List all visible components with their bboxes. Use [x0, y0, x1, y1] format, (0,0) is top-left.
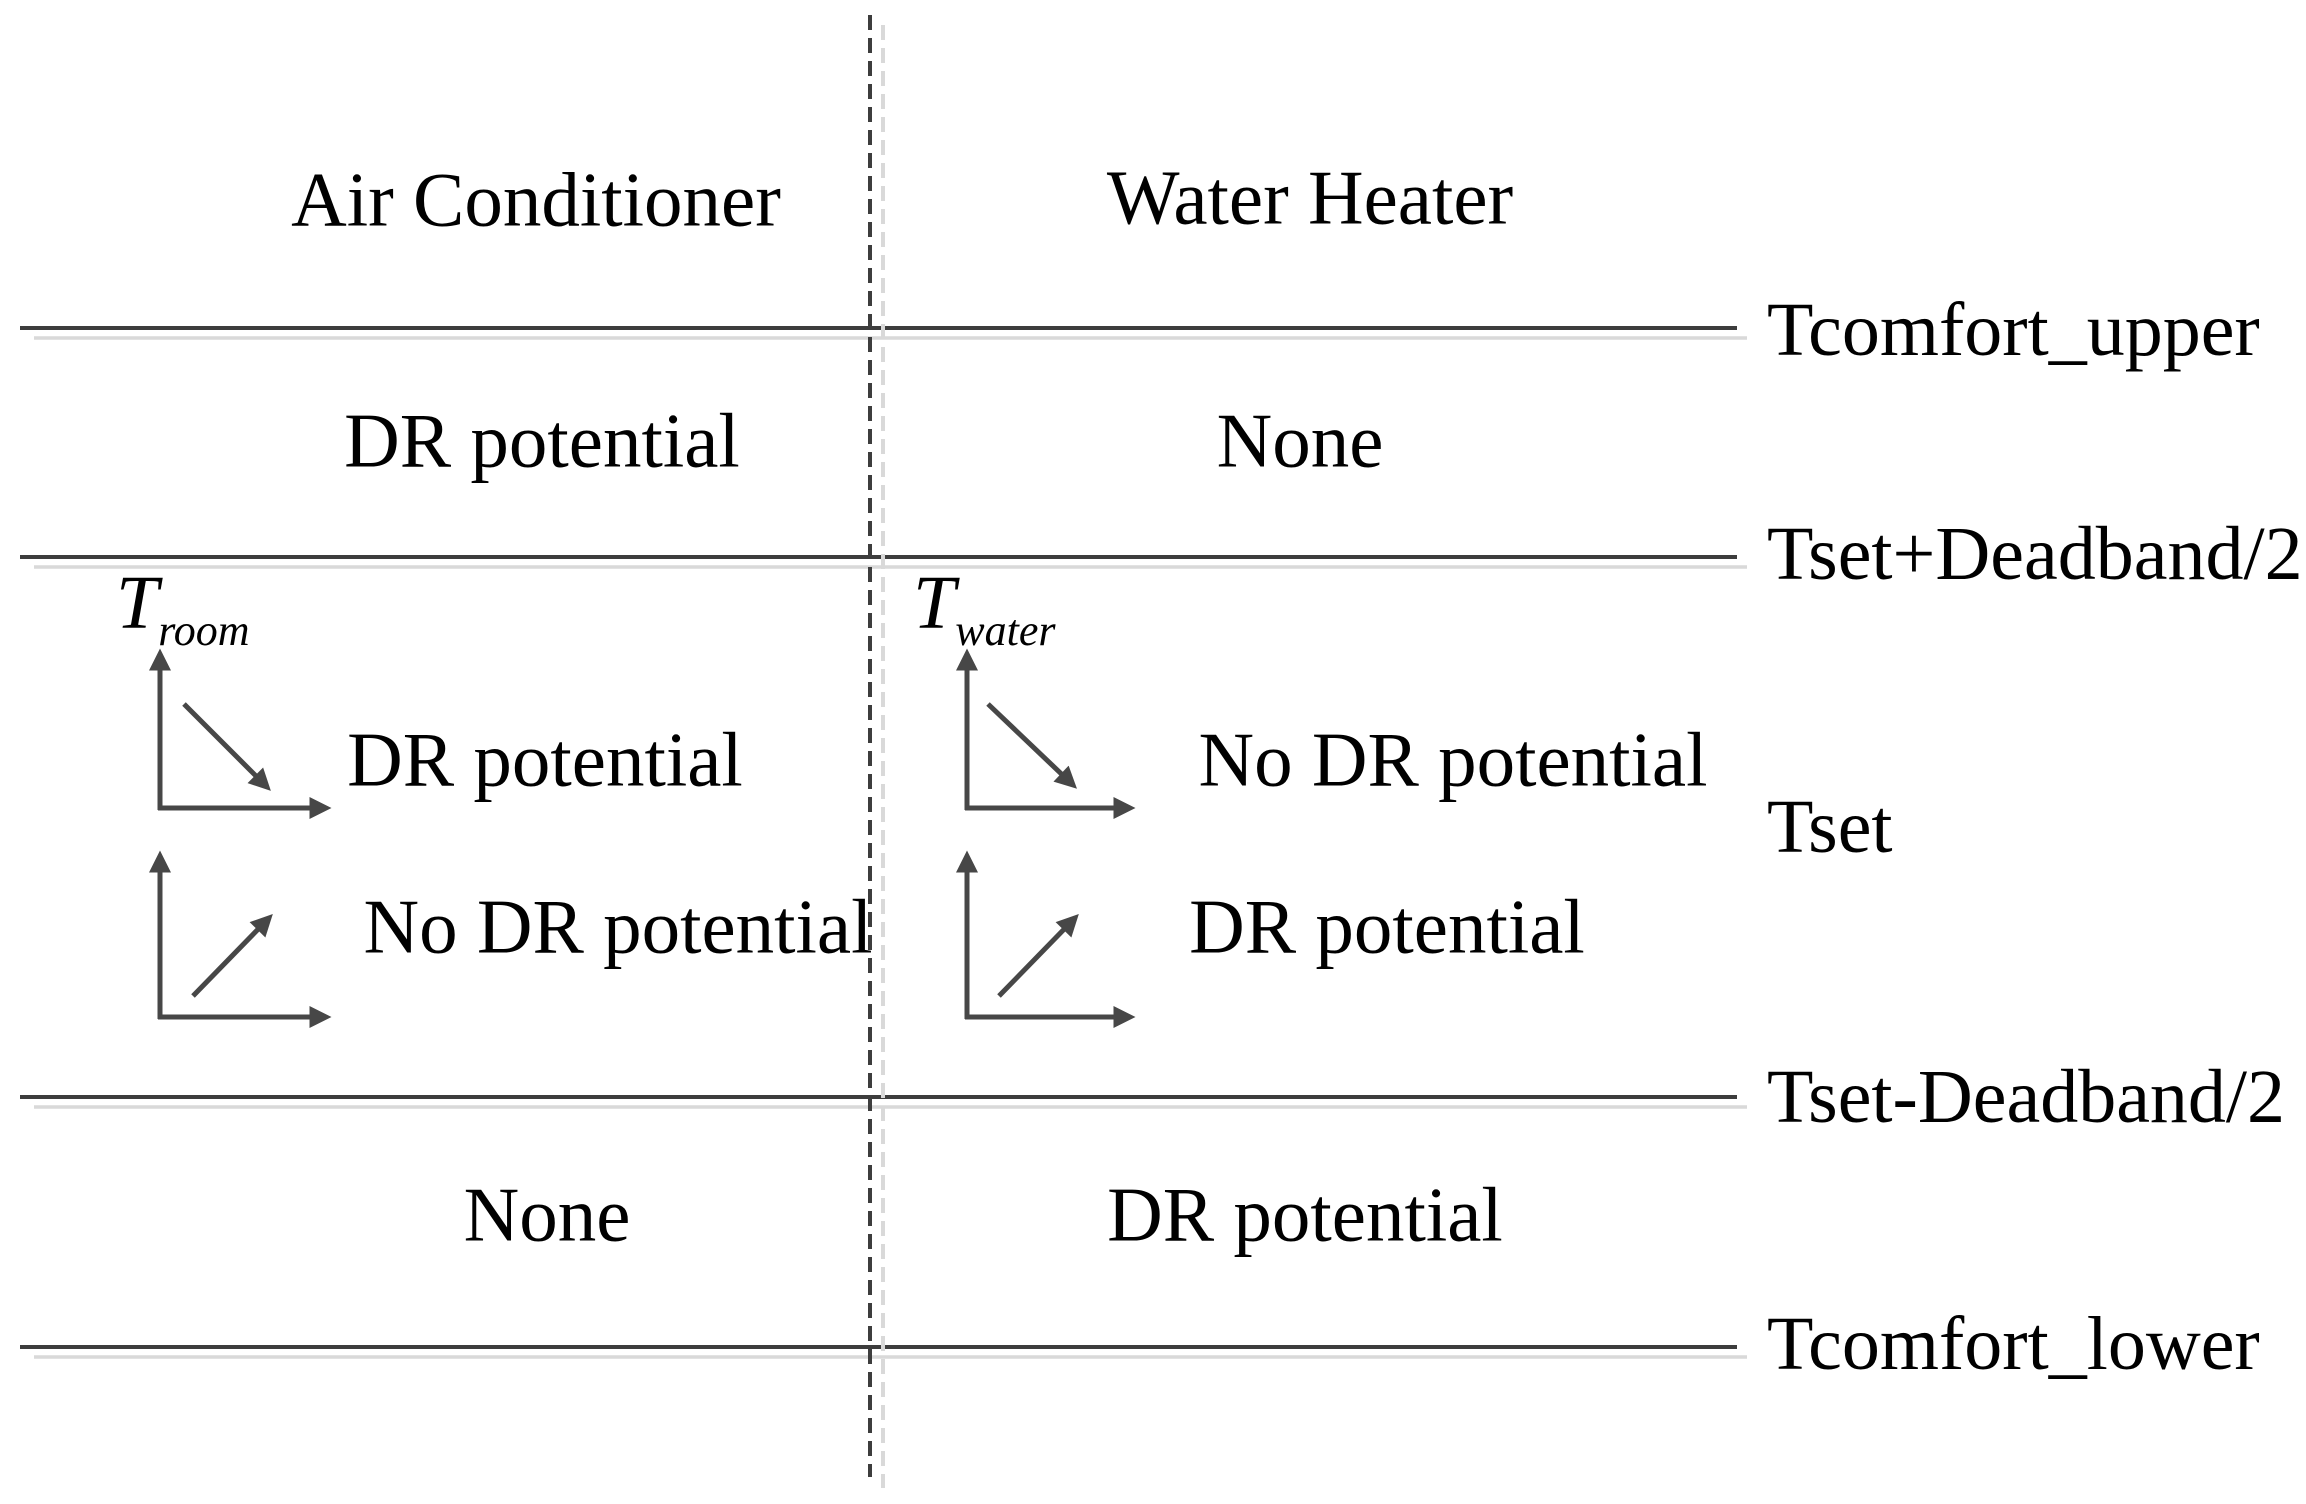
cell-ac-above-deadband: DR potential: [344, 397, 740, 484]
level-label-tset-minus-deadband: Tset-Deadband/2: [1767, 1055, 2286, 1139]
cell-wh-below-deadband: DR potential: [1107, 1171, 1503, 1258]
column-header-water-heater: Water Heater: [1106, 154, 1514, 241]
wh-axis-symbol: T: [913, 561, 956, 645]
increasing-arrow-icon: [997, 914, 1079, 998]
cell-wh-temp-increasing: DR potential: [1189, 883, 1585, 970]
level-lines-shadow: [34, 336, 1747, 1359]
cell-ac-temp-decreasing: DR potential: [347, 716, 743, 803]
wh-increasing-axis: [955, 850, 1136, 1029]
cell-ac-temp-increasing: No DR potential: [363, 883, 873, 970]
decreasing-arrow-icon: [182, 702, 271, 791]
decreasing-arrow-icon: [986, 702, 1077, 789]
level-lines: [20, 326, 1737, 1349]
ac-decreasing-axis: [148, 648, 332, 820]
ac-axis-variable: Troom: [116, 565, 250, 653]
column-divider: [868, 15, 885, 1488]
ac-increasing-axis: [148, 850, 332, 1029]
cell-wh-above-deadband: None: [1216, 397, 1384, 484]
ac-axis-subscript: room: [158, 606, 250, 655]
cell-wh-temp-decreasing: No DR potential: [1198, 716, 1708, 803]
level-label-tset-plus-deadband: Tset+Deadband/2: [1767, 512, 2303, 596]
trend-axes: [148, 648, 1136, 1029]
wh-axis-subscript: water: [955, 606, 1056, 655]
ac-axis-symbol: T: [116, 561, 159, 645]
level-label-tcomfort-lower: Tcomfort_lower: [1767, 1302, 2260, 1386]
wh-axis-variable: Twater: [913, 565, 1056, 653]
cell-ac-below-deadband: None: [463, 1171, 631, 1258]
increasing-arrow-icon: [191, 914, 273, 998]
wh-decreasing-axis: [955, 648, 1136, 820]
level-label-tset: Tset: [1767, 785, 1893, 869]
column-header-air-conditioner: Air Conditioner: [291, 156, 781, 243]
level-label-tcomfort-upper: Tcomfort_upper: [1767, 288, 2260, 372]
